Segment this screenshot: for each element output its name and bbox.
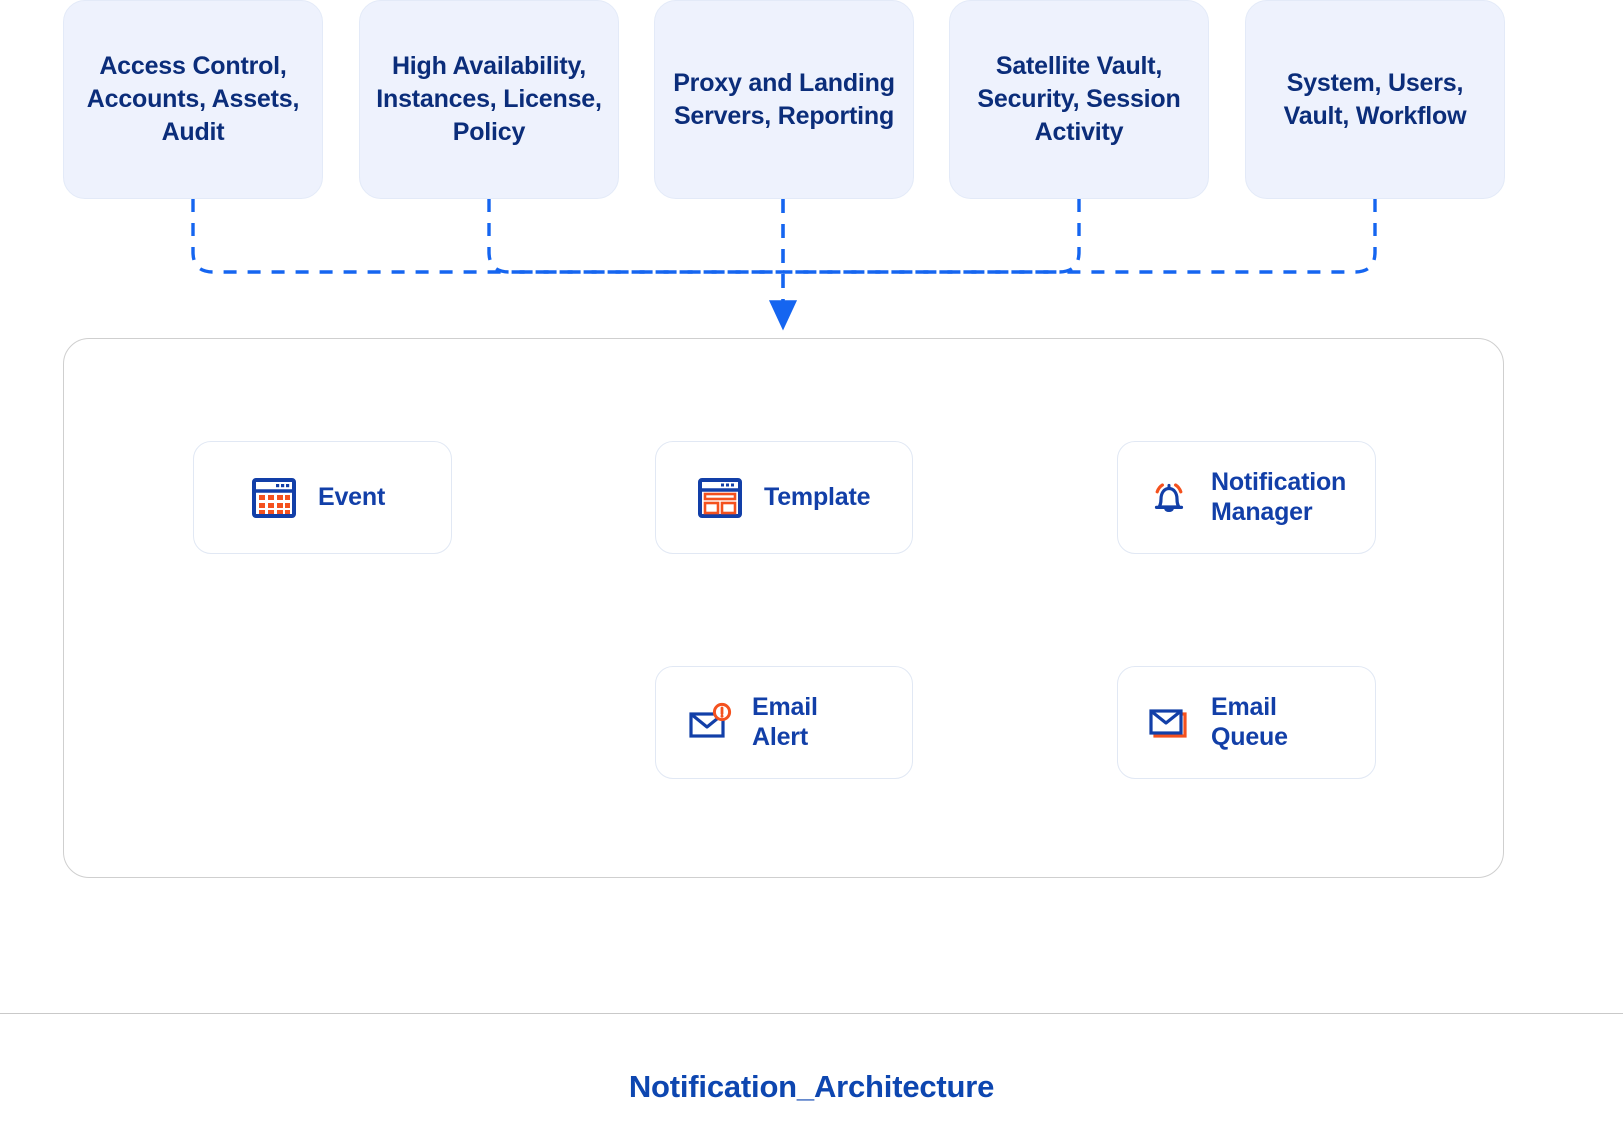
wire-system-users [783,199,1377,274]
node-label-event: Event [318,482,386,511]
node-label-email-alert: Email Alert [752,693,818,751]
calendar-grid-icon [250,474,298,522]
node-event[interactable]: Event [193,441,452,554]
node-label-email-queue: Email Queue [1211,693,1288,751]
node-label-notification-manager: Notification Manager [1211,468,1347,526]
source-card-proxy-landing-servers[interactable]: Proxy and Landing Servers, Reporting [654,0,914,199]
wire-high-availability [487,199,783,274]
node-notification-manager[interactable]: Notification Manager [1117,441,1376,554]
envelope-alert-icon [686,699,734,747]
wire-satellite-vault [783,199,1081,274]
figure-caption: Notification_Architecture [628,1069,995,1104]
source-card-high-availability[interactable]: High Availability, Instances, License, P… [359,0,619,199]
source-card-access-control[interactable]: Access Control, Accounts, Assets, Audit [63,0,323,199]
bell-ringing-icon [1145,474,1193,522]
node-email-queue[interactable]: Email Queue [1117,666,1376,779]
wire-access-control [191,199,783,274]
source-card-satellite-vault[interactable]: Satellite Vault, Security, Session Activ… [949,0,1209,199]
notification-architecture-container [63,338,1504,878]
source-card-system-users[interactable]: System, Users, Vault, Workflow [1245,0,1505,199]
footer-divider [0,1013,1623,1014]
node-email-alert[interactable]: Email Alert [655,666,913,779]
envelope-stack-icon [1145,699,1193,747]
node-label-template: Template [764,482,871,511]
browser-layout-icon [696,474,744,522]
node-template[interactable]: Template [655,441,913,554]
